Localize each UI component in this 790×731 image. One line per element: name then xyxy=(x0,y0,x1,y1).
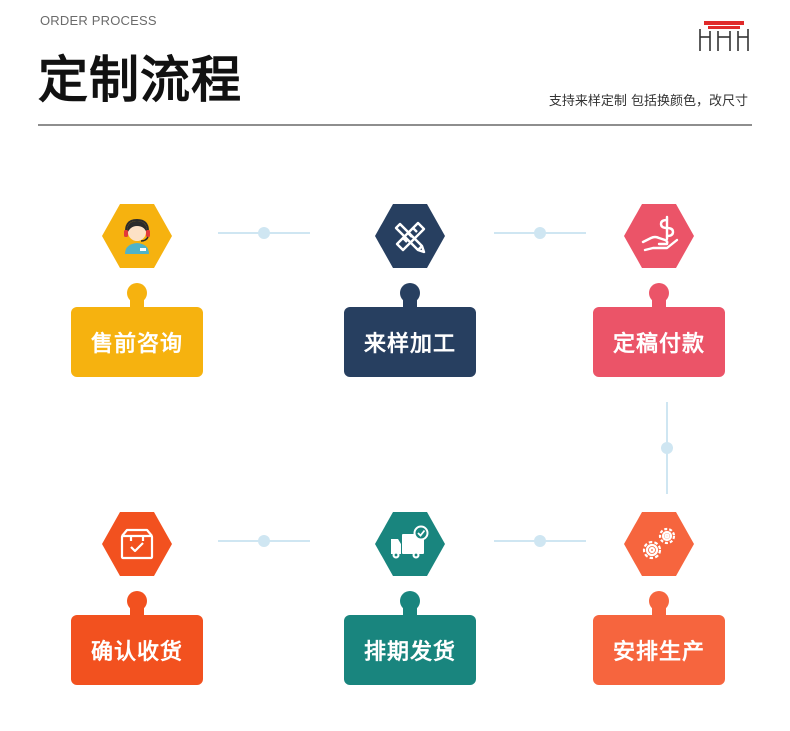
gears-icon xyxy=(642,527,676,560)
step-connector-neck xyxy=(130,604,144,618)
connector-dot xyxy=(258,535,270,547)
step-icon-badge xyxy=(375,512,445,576)
step-connector-neck xyxy=(403,296,417,310)
step-label: 排期发货 xyxy=(344,615,476,685)
brand-logo-icon xyxy=(699,21,749,51)
step-icon-badge xyxy=(102,204,172,268)
page-title: 定制流程 xyxy=(38,51,242,109)
step-confirm-receipt: 确认收货 xyxy=(71,512,203,702)
step-label: 售前咨询 xyxy=(71,307,203,377)
step-label: 来样加工 xyxy=(344,307,476,377)
hand-dollar-icon xyxy=(641,215,679,252)
connector-5-6 xyxy=(218,535,310,547)
customer-service-agent-icon xyxy=(124,218,150,254)
pencil-ruler-icon xyxy=(394,221,426,254)
step-icon-badge xyxy=(624,512,694,576)
step-label: 定稿付款 xyxy=(593,307,725,377)
delivery-truck-icon xyxy=(391,525,429,559)
connector-1-2 xyxy=(218,227,310,239)
step-connector-neck xyxy=(652,296,666,310)
step-final-payment: 定稿付款 xyxy=(593,204,725,394)
connector-dot xyxy=(258,227,270,239)
connector-dot xyxy=(534,227,546,239)
connector-4-5 xyxy=(494,535,586,547)
subtitle-english: ORDER PROCESS xyxy=(40,13,157,28)
step-connector-neck xyxy=(130,296,144,310)
step-connector-neck xyxy=(652,604,666,618)
step-icon-badge xyxy=(624,204,694,268)
step-label: 确认收货 xyxy=(71,615,203,685)
connector-2-3 xyxy=(494,227,586,239)
customization-note: 支持来样定制 包括换颜色，改尺寸 xyxy=(548,94,748,109)
step-sample-processing: 来样加工 xyxy=(344,204,476,394)
connector-3-4 xyxy=(661,402,673,494)
step-scheduled-shipping: 排期发货 xyxy=(344,512,476,702)
connector-dot xyxy=(661,442,673,454)
step-production: 安排生产 xyxy=(593,512,725,702)
connector-dot xyxy=(534,535,546,547)
step-connector-neck xyxy=(403,604,417,618)
package-box-icon xyxy=(120,528,154,560)
step-consultation: 售前咨询 xyxy=(71,204,203,394)
step-icon-badge xyxy=(375,204,445,268)
header-divider xyxy=(38,124,752,126)
step-label: 安排生产 xyxy=(593,615,725,685)
step-icon-badge xyxy=(102,512,172,576)
